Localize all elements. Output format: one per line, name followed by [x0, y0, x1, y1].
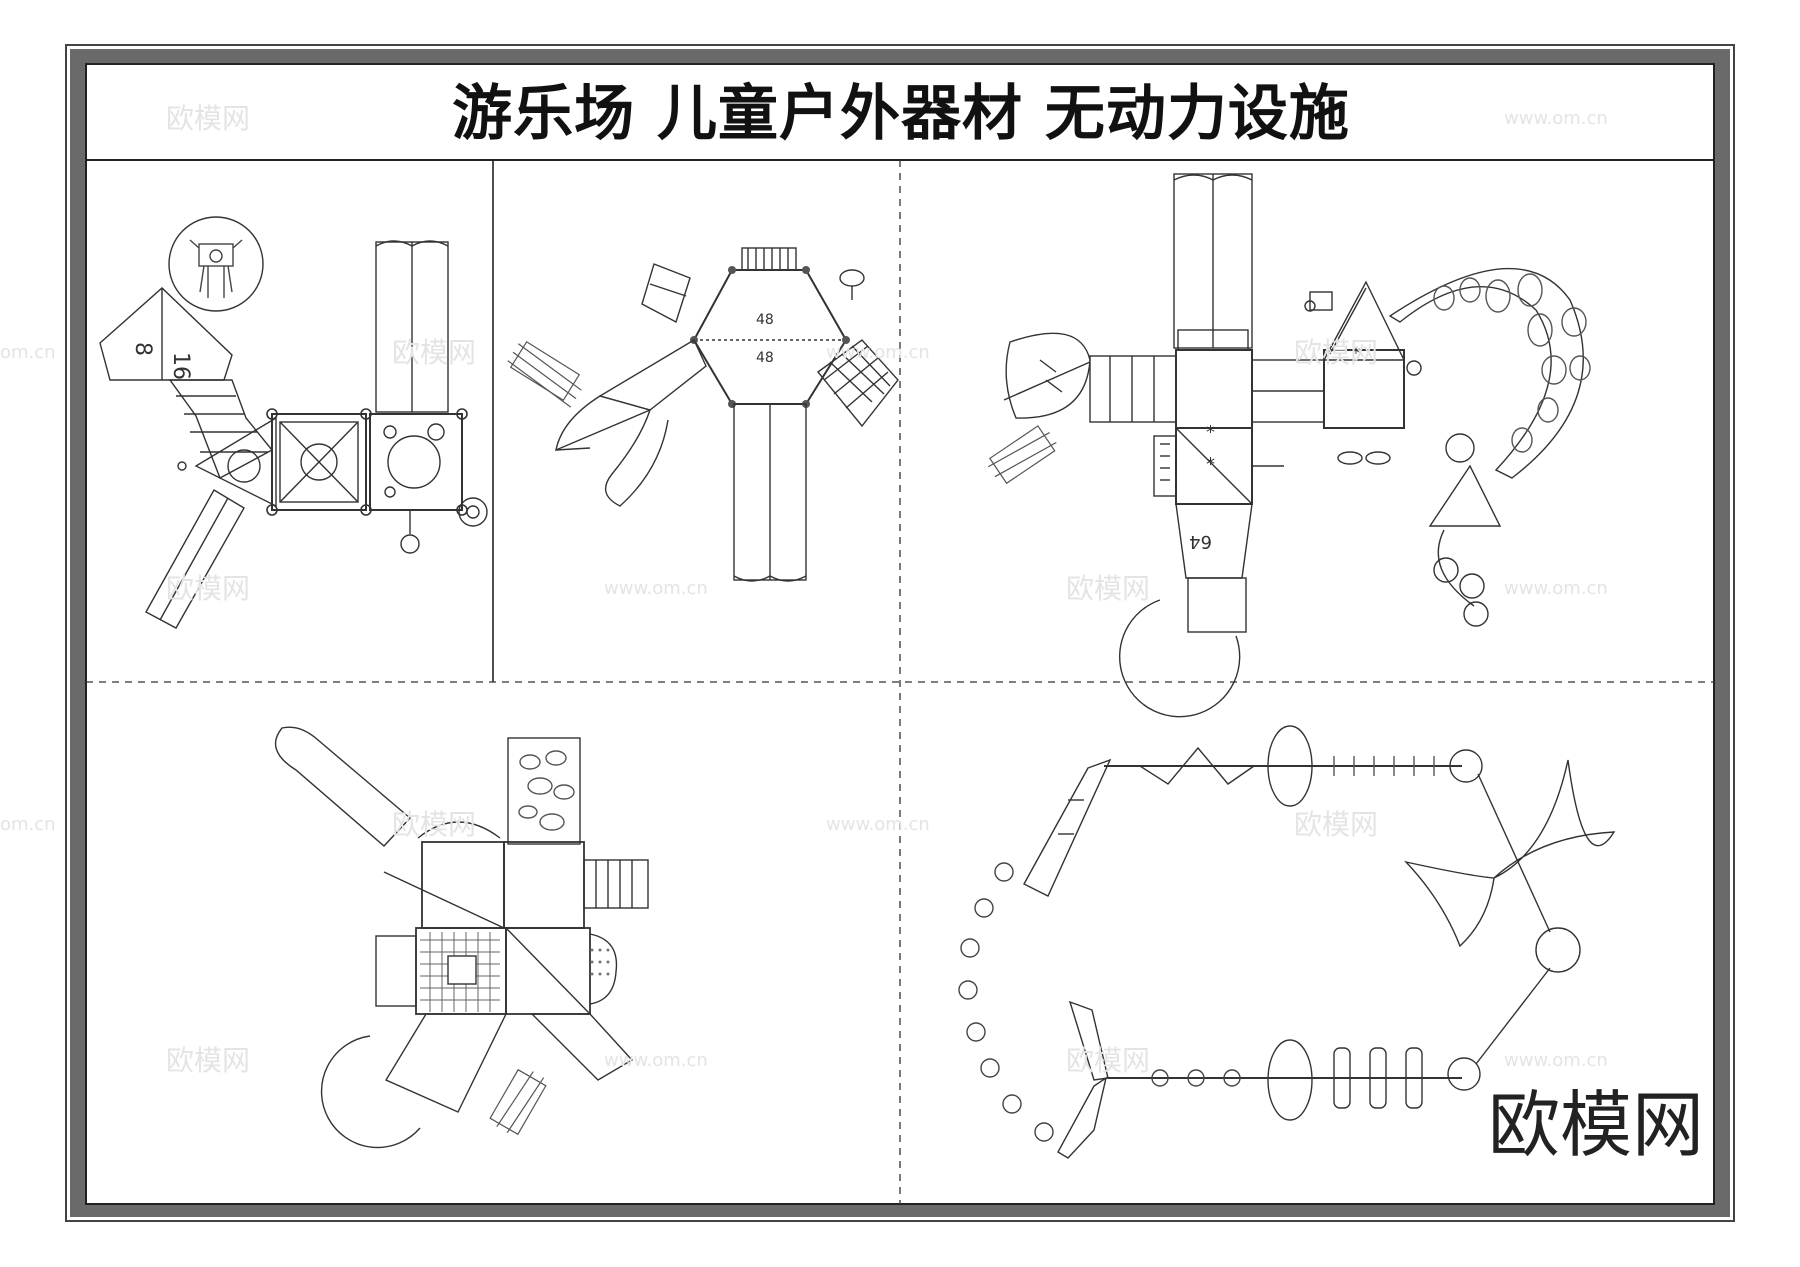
slide-d [274, 726, 412, 847]
watermark-url-2: www.om.cn [826, 342, 930, 363]
watermark-url-5: www.om.cn [826, 814, 930, 835]
hex-label-upper: 48 [756, 312, 774, 328]
plan-e [958, 725, 1616, 1159]
hex-label-lower: 48 [756, 350, 774, 366]
watermark-cn-2: 欧模网 [392, 336, 476, 369]
curved-slide-b [555, 395, 669, 507]
watermark-cn-7: 欧模网 [1294, 808, 1378, 841]
watermark-cn-5: 欧模网 [1066, 572, 1150, 605]
deck-a1 [271, 413, 367, 511]
plan-d [274, 726, 649, 1149]
watermark-url-3: www.om.cn [1504, 578, 1608, 599]
page-title: 游乐场 儿童户外器材 无动力设施 [452, 79, 1350, 149]
house-deck [1323, 349, 1405, 429]
wheelchair-icon-b [507, 341, 582, 408]
brand-logo-text: 欧模网 [1487, 1083, 1704, 1167]
frame [65, 44, 1735, 1222]
leaf-panel [1005, 332, 1091, 419]
watermark-cn-9: 欧模网 [1066, 1044, 1150, 1077]
watermark-url-1: www.om.cn [1504, 108, 1608, 129]
svg-text:*: * [1352, 343, 1360, 362]
slide-a [145, 489, 245, 629]
climbing-wall-d [507, 737, 581, 845]
ladder-d [583, 859, 649, 909]
svg-text:*: * [1206, 454, 1215, 475]
watermark-url-6: www.om.cn [604, 1050, 708, 1071]
watermark-cn-3: 欧模网 [1294, 336, 1378, 369]
svg-text:*: * [1206, 422, 1215, 443]
plan-a: 8 16 [99, 216, 488, 629]
watermark-cn-8: 欧模网 [166, 1044, 250, 1077]
hourglass-net [1403, 759, 1616, 948]
watermark-url-partial-2: om.cn [0, 814, 56, 835]
watermark-url-4: www.om.cn [604, 578, 708, 599]
watermark-url-7: www.om.cn [1504, 1050, 1608, 1071]
deck-a2 [369, 413, 463, 511]
watermark-layer: 欧模网 www.om.cn 欧模网 www.om.cn 欧模网 www.om.c… [0, 102, 1608, 1077]
watermark-cn-6: 欧模网 [392, 808, 476, 841]
watermark-cn-1: 欧模网 [166, 102, 250, 135]
ramp-label-8: 8 [130, 342, 155, 356]
plan-b: 48 48 [507, 247, 899, 582]
house-roof [1322, 280, 1406, 361]
watermark-cn-4: 欧模网 [166, 572, 250, 605]
wheelchair-circle [168, 216, 264, 312]
wheelchair-icon [189, 239, 243, 298]
wheelchair-icon-d [489, 1068, 547, 1136]
slide-label-64: 64 [1189, 531, 1212, 552]
plan-c: * * * 64 [987, 173, 1591, 718]
wheelchair-icon-c [987, 425, 1057, 485]
watermark-url-partial-1: om.cn [0, 342, 56, 363]
ramp-label-16: 16 [168, 352, 193, 380]
crescent-wall [1388, 267, 1584, 479]
ramp-panel [99, 287, 233, 381]
